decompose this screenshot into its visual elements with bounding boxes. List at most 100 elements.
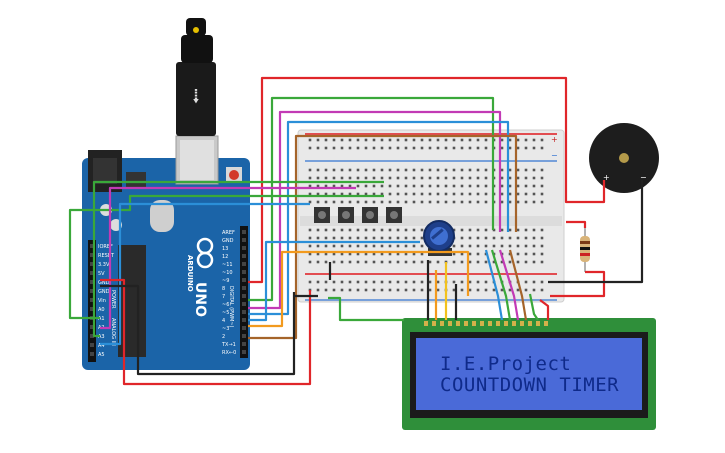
breadboard-hole	[516, 236, 520, 240]
breadboard-hole	[516, 244, 520, 248]
breadboard-hole	[500, 146, 504, 150]
breadboard-hole	[324, 192, 328, 196]
breadboard-hole	[476, 288, 480, 292]
lcd-pin	[504, 321, 508, 326]
breadboard-hole	[396, 146, 400, 150]
breadboard-hole	[412, 260, 416, 264]
breadboard-hole	[380, 288, 384, 292]
breadboard-hole	[468, 260, 472, 264]
breadboard-hole	[324, 280, 328, 284]
header-pin	[90, 352, 94, 356]
breadboard-hole	[388, 228, 392, 232]
breadboard-hole	[484, 168, 488, 172]
breadboard-hole	[324, 244, 328, 248]
breadboard-hole	[524, 138, 528, 142]
breadboard-hole	[468, 236, 472, 240]
breadboard-hole	[540, 228, 544, 232]
breadboard-hole	[308, 176, 312, 180]
breadboard-hole	[428, 176, 432, 180]
breadboard-hole	[540, 176, 544, 180]
breadboard-hole	[372, 236, 376, 240]
breadboard-hole	[532, 176, 536, 180]
breadboard-hole	[460, 252, 464, 256]
breadboard-hole	[340, 244, 344, 248]
breadboard-hole	[396, 228, 400, 232]
breadboard-hole	[524, 280, 528, 284]
breadboard-hole	[388, 146, 392, 150]
breadboard-hole	[364, 176, 368, 180]
breadboard-hole	[356, 168, 360, 172]
breadboard-hole	[308, 252, 312, 256]
wire-black-buzzer	[548, 180, 644, 284]
breadboard-hole	[356, 252, 360, 256]
breadboard-hole	[372, 252, 376, 256]
breadboard-hole	[508, 168, 512, 172]
digital-pin-label: GND	[222, 238, 234, 244]
breadboard-hole	[316, 192, 320, 196]
breadboard-hole	[436, 280, 440, 284]
wire-lcd-magenta	[498, 249, 520, 321]
header-pin	[242, 342, 246, 346]
breadboard-hole	[324, 228, 328, 232]
arduino-brand: ARDUINO	[186, 255, 194, 292]
breadboard-hole	[420, 288, 424, 292]
breadboard-hole	[364, 184, 368, 188]
breadboard-hole	[540, 200, 544, 204]
push-button-1	[314, 207, 330, 223]
breadboard-hole	[452, 288, 456, 292]
analog-label: ANALOG IN	[110, 318, 116, 346]
breadboard-hole	[540, 236, 544, 240]
breadboard-hole	[508, 260, 512, 264]
breadboard-hole	[524, 244, 528, 248]
breadboard-hole	[356, 288, 360, 292]
breadboard-hole	[516, 228, 520, 232]
breadboard-hole	[420, 138, 424, 142]
breadboard-hole	[420, 236, 424, 240]
breadboard-hole	[348, 288, 352, 292]
breadboard-hole	[436, 192, 440, 196]
breadboard-hole	[460, 168, 464, 172]
breadboard-hole	[516, 200, 520, 204]
breadboard-hole	[532, 260, 536, 264]
breadboard-hole	[484, 244, 488, 248]
breadboard-hole	[356, 146, 360, 150]
breadboard-hole	[428, 138, 432, 142]
breadboard-hole	[452, 252, 456, 256]
breadboard-hole	[412, 138, 416, 142]
breadboard-hole	[332, 280, 336, 284]
breadboard-hole	[436, 288, 440, 292]
power-pin-label: 5V	[98, 271, 105, 277]
wire-green-lower	[92, 180, 384, 338]
breadboard-hole	[364, 280, 368, 284]
breadboard-hole	[524, 288, 528, 292]
wire-green-top	[248, 96, 495, 302]
lcd-pin	[480, 321, 484, 326]
breadboard-hole	[516, 176, 520, 180]
breadboard-hole	[412, 176, 416, 180]
breadboard-hole	[524, 236, 528, 240]
breadboard-hole	[516, 192, 520, 196]
breadboard-hole	[340, 288, 344, 292]
breadboard-hole	[372, 288, 376, 292]
breadboard-hole	[428, 288, 432, 292]
breadboard-hole	[396, 236, 400, 240]
breadboard-hole	[420, 228, 424, 232]
breadboard-hole	[516, 288, 520, 292]
breadboard-hole	[404, 138, 408, 142]
breadboard-hole	[476, 176, 480, 180]
breadboard-hole	[428, 280, 432, 284]
breadboard-hole	[324, 260, 328, 264]
breadboard-hole	[332, 228, 336, 232]
breadboard-hole	[348, 184, 352, 188]
breadboard-hole	[468, 200, 472, 204]
breadboard-hole	[420, 184, 424, 188]
rail-minus-label: −	[551, 151, 558, 160]
breadboard-hole	[308, 236, 312, 240]
header-pin	[242, 286, 246, 290]
breadboard-hole	[492, 236, 496, 240]
breadboard-hole	[500, 260, 504, 264]
breadboard-hole	[348, 168, 352, 172]
breadboard-hole	[380, 192, 384, 196]
breadboard-hole	[332, 236, 336, 240]
